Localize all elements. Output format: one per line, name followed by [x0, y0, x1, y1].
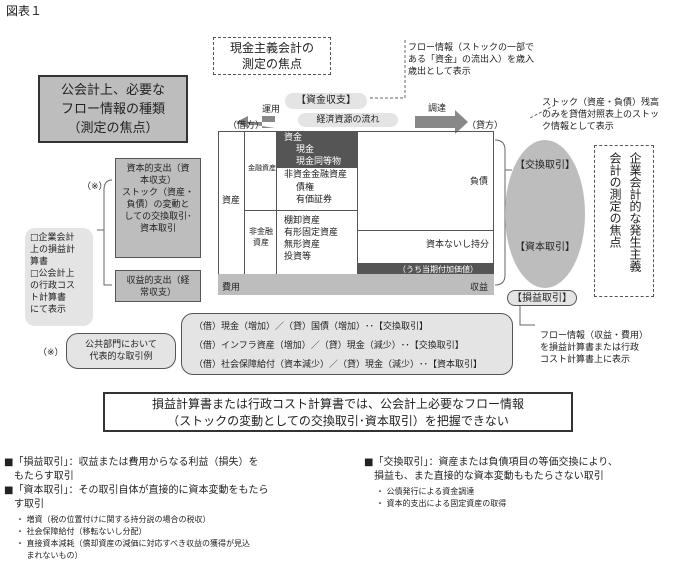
capex-line: 本収支）: [139, 176, 176, 186]
resource-flow-label: 経済資源の流れ: [298, 113, 398, 127]
def-sub-line: ・ 直接資本減耗（償却資産の減価に対応すべき収益の獲得が見込: [16, 539, 250, 548]
def-line: す取引: [4, 499, 44, 510]
public-box-line: フロー情報の種類: [60, 102, 165, 117]
statements-note-line: □企業会計: [30, 233, 75, 243]
capex-box: 資本的支出（資 本収支） ストック（資産・ 負債）の変動と しての交換取引･ 資…: [115, 158, 201, 258]
bs-intangible: 無形資産: [284, 240, 321, 250]
fund-receipt-label: 【資金収支】: [285, 93, 367, 109]
def-line: ■「交換取引」：資産または負債項目の等価交換により、: [364, 457, 618, 468]
defs-right: ■「交換取引」：資産または負債項目の等価交換により、 損益も、また直接的な資本変…: [364, 456, 698, 510]
use-label: 運用: [262, 105, 281, 115]
capex-line: ストック（資産・: [121, 188, 194, 198]
note-mark: （※）: [82, 182, 108, 192]
bs-securities: 有価証券: [296, 195, 333, 205]
capex-line: 資本的支出（資: [126, 164, 190, 174]
bs-non-fund-fin: 非資金金融資産: [284, 170, 348, 180]
revenue-line: 常収支）: [139, 288, 176, 298]
example-entry: （借）社会保障給付（資本減少）／（貸）現金（減少）･･【資本取引】: [194, 360, 483, 370]
public-box-line: 公会計上、必要な: [60, 83, 165, 98]
accrual-line-2: 会計の測定の焦点: [608, 152, 622, 248]
exchange-capital-ellipse: [505, 140, 585, 288]
bs-cash: 現金: [296, 145, 315, 155]
flow-note-top-line: ある「資金」の流出入）を歳入: [408, 55, 535, 65]
credit-label: （貸方）: [467, 121, 504, 131]
examples-label-line: 代表的な取引例: [89, 352, 153, 362]
procure-label: 調達: [428, 104, 447, 114]
cash-basis-box: 現金主義会計の 測定の焦点: [213, 37, 331, 75]
example-entry: （借）現金（増加）／（貸）国債（増加）･･【交換取引】: [194, 322, 429, 332]
bs-nonfin-assets: 非金融 資産: [246, 226, 276, 248]
stock-note-line: のみを貸借対照表上のストッ: [542, 110, 660, 120]
bs-equity: 資本ないし持分: [426, 240, 490, 250]
def-line: 損益も、また直接的な資本変動ももたらさない取引: [364, 471, 604, 482]
def-line: ■「損益取引」：収益または費用からなる利益（損失）を: [4, 457, 259, 468]
statements-note-line: □公会計上: [30, 269, 75, 279]
accrual-box: 企業会計的な発生主義 会計の測定の焦点: [594, 145, 654, 297]
def-sub-line: ・ 資本的支出による固定資産の取得: [376, 499, 507, 508]
bs-revenue: 収益: [470, 283, 489, 293]
statements-note-line: の行政コス: [30, 281, 76, 291]
bs-cash-eq: 現金同等物: [296, 157, 342, 167]
flow-note-bottom: フロー情報（収益・費用） を損益計算書または行政 コスト計算書上に表示: [540, 330, 698, 366]
flow-note-top: フロー情報（ストックの一部で ある「資金」の流出入）を歳入 歳出として表示: [408, 42, 568, 78]
example-entry: （借）インフラ資産（増加）／（貸）現金（減少）･･【交換取引】: [194, 341, 464, 351]
accrual-line-1: 企業会計的な発生主義: [628, 152, 642, 272]
flow-note-bottom-line: コスト計算書上に表示: [540, 355, 631, 365]
exchange-ellipse-label: 【交換取引】: [515, 160, 575, 171]
bs-expense: 費用: [222, 283, 241, 293]
capex-line: 負債）の変動と: [126, 200, 190, 210]
statements-note-line: にて表示: [30, 305, 67, 315]
bs-receivable: 債権: [296, 183, 315, 193]
statements-note-line: ト計算書: [30, 293, 67, 303]
bs-liabilities: 負債: [470, 177, 489, 187]
public-flow-box: 公会計上、必要な フロー情報の種類 （測定の焦点）: [38, 75, 188, 143]
bs-investment: 投資等: [284, 252, 312, 262]
pl-ellipse-label: 【損益取引】: [507, 290, 577, 306]
examples-label-line: 公共部門において: [85, 340, 157, 350]
bs-fin-assets: 金融資産: [248, 164, 276, 172]
statements-note: □企業会計 上の損益計 算書 □公会計上 の行政コス ト計算書 にて表示: [25, 228, 93, 326]
statements-note-line: 上の損益計: [30, 245, 76, 255]
revenue-expense-box: 収益的支出（経 常収支）: [115, 270, 201, 302]
bs-current-value: （うち当期付加価値）: [398, 265, 478, 274]
stock-note-line: ストック（資産・負債）残高: [542, 98, 660, 108]
flow-note-bottom-line: フロー情報（収益・費用）: [540, 331, 649, 341]
stock-note-line: ク情報として表示: [542, 122, 614, 132]
def-sub-line: ・ 社会保障給付（移転ないし分配）: [16, 527, 147, 536]
conclusion-box: 損益計算書または行政コスト計算書では、公会計上必要なフロー情報 （ストックの変動…: [103, 392, 573, 432]
cash-basis-line-2: 測定の焦点: [241, 57, 302, 71]
bs-inventory: 棚卸資産: [284, 216, 321, 226]
revenue-line: 収益的支出（経: [126, 276, 190, 286]
flow-note-top-line: フロー情報（ストックの一部で: [408, 43, 535, 53]
defs-left: ■「損益取引」：収益または費用からなる利益（損失）を もたらす取引 ■「資本取引…: [4, 456, 349, 562]
conclusion-line: （ストックの変動としての交換取引･資本取引）を把握できない: [167, 414, 509, 428]
def-sub-line: ・ 公債発行による資金調達: [376, 487, 475, 496]
examples-label: 公共部門において 代表的な取引例: [66, 333, 176, 369]
debit-label: （借方）: [228, 121, 265, 131]
stock-note: ストック（資産・負債）残高 のみを貸借対照表上のストッ ク情報として表示: [542, 97, 698, 133]
bs-tangible: 有形固定資産: [284, 228, 339, 238]
figure-label: 図表１: [6, 4, 43, 18]
nonfin-line: 非金融: [249, 227, 273, 236]
bs-fund: 資金: [284, 133, 303, 143]
def-sub-line: ・ 増資（税の位置付けに関する持分説の場合の税収）: [16, 515, 211, 524]
flow-note-bottom-line: を損益計算書または行政: [540, 343, 640, 353]
flow-note-top-line: 歳出として表示: [408, 67, 471, 77]
def-line: ■「資本取引」：その取引自体が直接的に資本変動をもたら: [4, 485, 269, 496]
nonfin-line: 資産: [253, 238, 269, 247]
bs-assets: 資産: [222, 196, 241, 206]
statements-note-line: 算書: [30, 257, 49, 267]
def-line: もたらす取引: [4, 471, 74, 482]
conclusion-line: 損益計算書または行政コスト計算書では、公会計上必要なフロー情報: [151, 397, 524, 411]
examples-note-mark: （※）: [38, 348, 64, 358]
examples-box: （借）現金（増加）／（貸）国債（増加）･･【交換取引】 （借）インフラ資産（増加…: [181, 313, 513, 375]
capital-ellipse-label: 【資本取引】: [515, 242, 575, 253]
capex-line: 資本取引: [139, 224, 176, 234]
public-box-line: （測定の焦点）: [67, 121, 159, 136]
capex-line: しての交換取引･: [124, 212, 192, 222]
def-sub-line: まれないもの）: [16, 551, 83, 560]
cash-basis-line-1: 現金主義会計の: [229, 41, 314, 55]
